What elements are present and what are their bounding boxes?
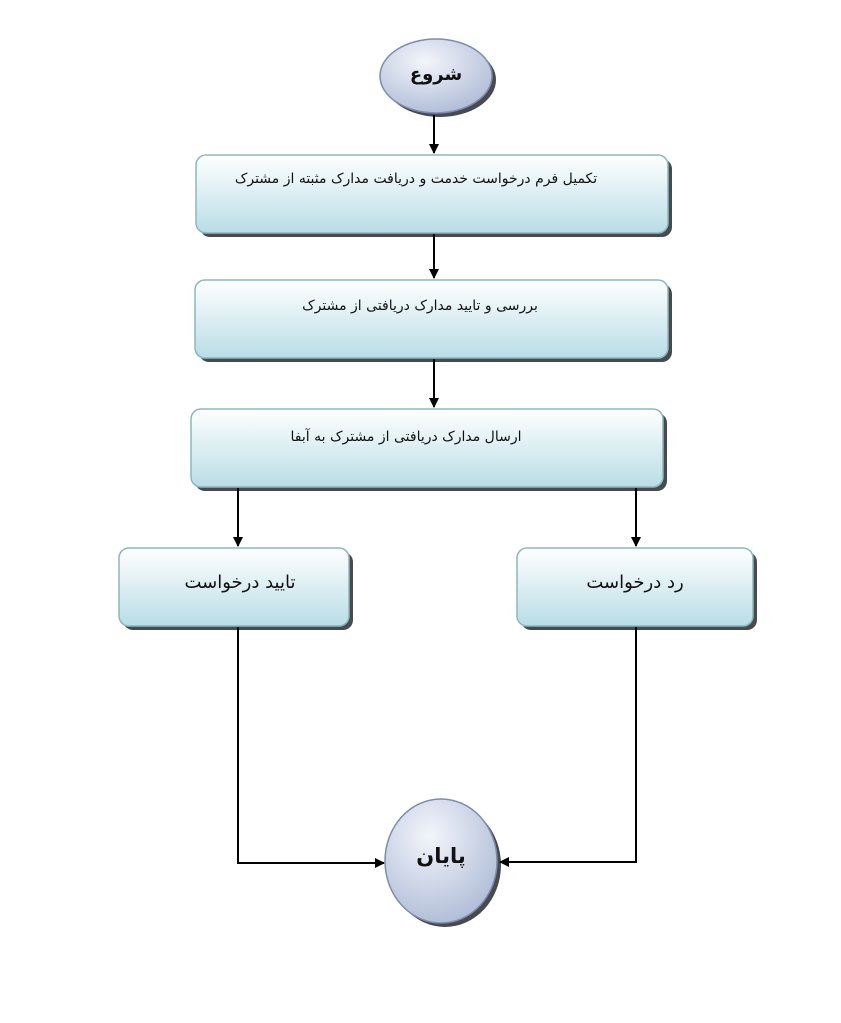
step-3-box [190, 408, 664, 488]
arrow-reject-to-end [499, 627, 637, 867]
start-oval [379, 38, 493, 114]
connectors [233, 115, 641, 868]
shapes [118, 38, 754, 924]
step-2-label: بررسی و تایید مدارک دریافتی از مشترک [302, 298, 538, 314]
step-2-box [194, 279, 669, 359]
start-label: شروع [409, 63, 463, 85]
step-1-box [195, 154, 669, 234]
step-3-label: ارسال مدارک دریافتی از مشترک به آبفا [290, 429, 522, 445]
approve-label: تایید درخواست [184, 571, 296, 593]
reject-box [516, 547, 754, 627]
end-label: پایان [416, 844, 466, 868]
end-oval [384, 798, 498, 924]
arrow-approve-to-end [237, 627, 385, 868]
reject-label: رد درخواست [586, 571, 684, 593]
approve-box [118, 547, 350, 627]
step-1-label: تکمیل فرم درخواست خدمت و دریافت مدارک مث… [234, 171, 598, 187]
